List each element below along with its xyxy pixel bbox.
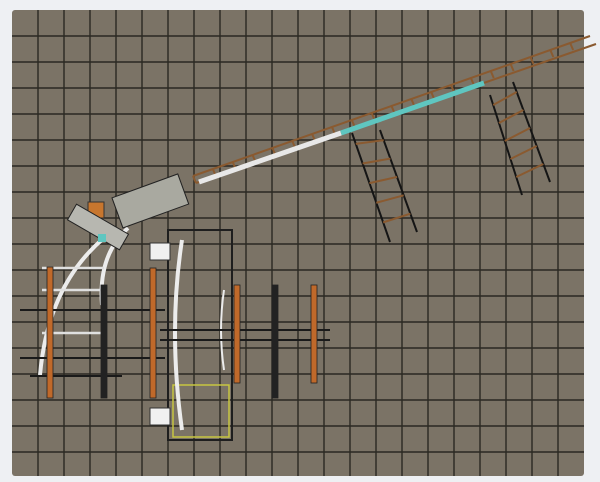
ladder-rung — [498, 109, 524, 124]
support-post — [233, 284, 241, 384]
ladder-rung — [515, 163, 544, 178]
ladder — [351, 129, 418, 243]
ladder-rung — [510, 145, 538, 160]
rail-rung — [569, 42, 575, 51]
ladder-rung — [376, 194, 404, 204]
rail-rung — [549, 49, 555, 58]
ladder-rung — [382, 212, 411, 224]
rail-rung — [430, 91, 436, 100]
transfer-station — [66, 173, 190, 251]
rail-rung — [410, 98, 416, 107]
support-posts — [46, 266, 318, 399]
conveyor-belt-white — [198, 130, 342, 185]
rail-rung — [450, 84, 455, 93]
rail-rung — [529, 56, 535, 65]
ladder — [489, 81, 551, 196]
rail-rung — [489, 70, 495, 79]
support-post — [149, 267, 157, 399]
rail-rung — [509, 63, 515, 72]
support-post — [271, 284, 279, 399]
ladder-rung — [492, 91, 518, 106]
ladder-rung — [504, 127, 531, 142]
conveyor-belt-cyan — [340, 80, 485, 136]
support-post — [100, 284, 108, 399]
support-post — [310, 284, 318, 384]
rail-rung — [192, 175, 197, 184]
ladder-rung — [369, 175, 398, 185]
ladder-rung — [362, 157, 391, 165]
support-post — [46, 266, 54, 399]
ladder-rung — [355, 139, 384, 145]
rail-rung — [469, 77, 475, 86]
transfer-ladders — [351, 81, 551, 243]
